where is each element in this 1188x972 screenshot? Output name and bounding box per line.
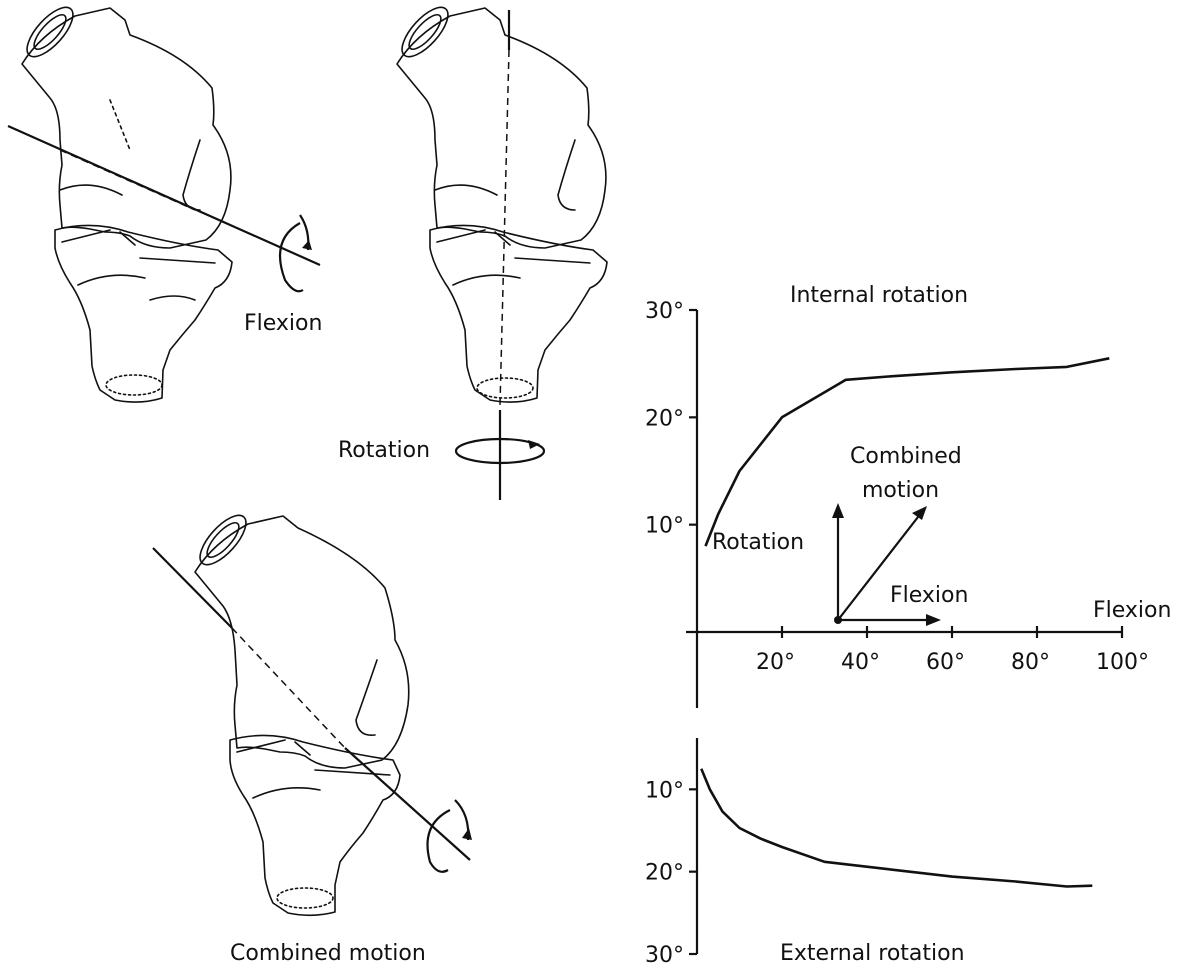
motion-vector-inset: Rotation Flexion Combined motion bbox=[712, 444, 968, 626]
knee-flexion-illustration: Flexion bbox=[8, 0, 322, 402]
x-tick-label: 60° bbox=[926, 650, 965, 675]
inset-rotation-label: Rotation bbox=[712, 530, 804, 555]
arrowhead-icon bbox=[832, 503, 844, 518]
tibia-plateau-lines bbox=[62, 230, 215, 300]
tibia-base bbox=[477, 378, 533, 398]
y-tick-label-internal: 20° bbox=[645, 406, 684, 431]
inset-origin bbox=[834, 616, 842, 624]
arrowhead-icon bbox=[528, 440, 540, 449]
rotation-label: Rotation bbox=[338, 438, 430, 463]
y-tick-label-internal: 10° bbox=[645, 514, 684, 539]
chart-curves bbox=[701, 358, 1109, 886]
condyle-line bbox=[356, 660, 377, 735]
flexion-rotation-arrow bbox=[280, 223, 303, 291]
combined-motion-caption: Combined motion bbox=[230, 941, 426, 966]
inset-combined-label: Combined bbox=[850, 444, 962, 469]
x-axis-title: Flexion bbox=[1093, 598, 1171, 623]
x-tick-label: 80° bbox=[1011, 650, 1050, 675]
x-tick-label: 100° bbox=[1096, 650, 1149, 675]
y-tick-label-external: 10° bbox=[645, 778, 684, 803]
condyle-line bbox=[60, 185, 122, 195]
knee-rotation-illustration: Rotation bbox=[338, 0, 607, 500]
inset-combined-label-2: motion bbox=[862, 478, 939, 503]
tibia-base bbox=[277, 888, 333, 908]
y-tick-label-external: 30° bbox=[645, 943, 684, 968]
arrowhead-icon bbox=[926, 614, 941, 626]
y-tick-label-internal: 30° bbox=[645, 299, 684, 324]
tibia-base bbox=[106, 375, 162, 395]
combined-axis-hidden bbox=[232, 628, 345, 748]
condyle-line bbox=[110, 100, 130, 150]
tibia-outline bbox=[55, 225, 232, 402]
x-tick-label: 40° bbox=[841, 650, 880, 675]
combined-axis-line bbox=[345, 748, 470, 860]
axis-tick-labels: 20° 40° 60° 80° 100° 10° 20° 30° 10° 20° 30° bbox=[645, 299, 1149, 968]
external-rotation-curve bbox=[701, 769, 1092, 887]
condyle-line bbox=[435, 185, 497, 195]
flexion-label: Flexion bbox=[244, 311, 322, 336]
tibia-outline bbox=[430, 225, 607, 402]
inset-flexion-label: Flexion bbox=[890, 583, 968, 608]
condyle-line bbox=[183, 140, 200, 210]
tibia-plateau-lines bbox=[437, 230, 590, 285]
internal-rotation-label: Internal rotation bbox=[790, 283, 968, 308]
rotation-axis-hidden bbox=[500, 50, 509, 405]
condyle-line bbox=[558, 140, 575, 210]
arrowhead-icon bbox=[302, 240, 312, 250]
rotation-flexion-chart: 20° 40° 60° 80° 100° 10° 20° 30° 10° 20° 30° Inter… bbox=[645, 283, 1171, 968]
combined-rotation-arrow bbox=[428, 810, 451, 872]
arrowhead-icon bbox=[912, 506, 927, 520]
femur-outline bbox=[397, 8, 606, 248]
knee-combined-illustration: Combined motion bbox=[153, 508, 472, 966]
external-rotation-label: External rotation bbox=[780, 941, 965, 966]
y-tick-label-external: 20° bbox=[645, 861, 684, 886]
x-tick-label: 20° bbox=[756, 650, 795, 675]
